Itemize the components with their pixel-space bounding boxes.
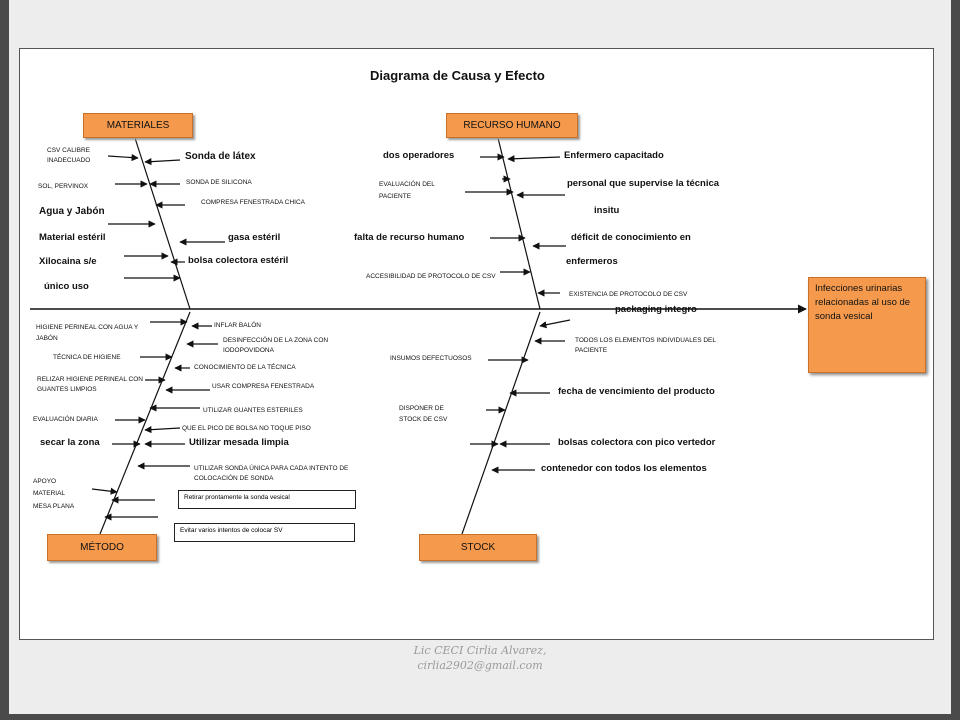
boxed-cause-retirar: Retirar prontamente la sonda vesical xyxy=(178,490,356,509)
author-email: cirlia2902@gmail.com xyxy=(417,659,543,673)
cause-label: COMPRESA FENESTRADA CHICA xyxy=(201,199,306,206)
effect-box: Infecciones urinarias relacionadas al us… xyxy=(808,277,926,373)
category-materiales: MATERIALES xyxy=(83,113,193,138)
cause-label: CSV CALIBRE INADECUADO xyxy=(47,147,91,164)
author-name: Lic CECI Cirlia Alvarez, xyxy=(413,644,547,657)
cause-label: personal que supervise la técnica xyxy=(567,178,720,189)
cause-label: enfermeros xyxy=(566,256,618,267)
category-metodo: MÉTODO xyxy=(47,534,157,561)
author-credit: Lic CECI Cirlia Alvarez, cirlia2902@gmai… xyxy=(330,643,630,674)
cause-label: Xilocaina s/e xyxy=(39,256,97,267)
cause-label: EVALUACIÓN DIARIA xyxy=(33,416,98,423)
cause-label: DESINFECCIÓN DE LA ZONA CON IODOPOVIDONA xyxy=(223,337,329,355)
cause-label: SONDA DE SILICONA xyxy=(186,179,252,186)
cause-label: RELIZAR HIGIENE PERINEAL CON GUANTES LIM… xyxy=(37,376,143,394)
cause-label: secar la zona xyxy=(40,437,100,448)
category-stock: STOCK xyxy=(419,534,537,561)
bone-stock xyxy=(461,311,541,535)
cause-label: déficit de conocimiento en xyxy=(571,232,691,243)
cause-label: APOYO MATERIAL MESA PLANA xyxy=(33,478,75,510)
cause-label: TODOS LOS ELEMENTOS INDIVIDUALES DEL PAC… xyxy=(575,337,716,355)
cause-label: falta de recurso humano xyxy=(354,232,465,243)
cause-label: insitu xyxy=(594,205,620,216)
cause-label: fecha de vencimiento del producto xyxy=(558,386,715,397)
cause-label: Material estéril xyxy=(39,232,106,243)
cause-label: QUE EL PICO DE BOLSA NO TOQUE PISO xyxy=(182,425,311,432)
cause-label: packaging integro xyxy=(615,304,697,315)
cause-label: Agua y Jabón xyxy=(39,206,105,217)
slide-bottom-border xyxy=(0,714,960,720)
bone-recurso-humano xyxy=(497,137,541,310)
cause-label: gasa estéril xyxy=(228,232,281,243)
cause-label: UTILIZAR GUANTES ESTERILES xyxy=(203,407,303,414)
cause-label: INSUMOS DEFECTUOSOS xyxy=(390,355,472,362)
bone-materiales xyxy=(134,137,191,310)
cause-label: DISPONER DE STOCK DE CSV xyxy=(399,405,448,424)
cause-label: SOL, PERVINOX xyxy=(38,183,89,190)
bone-metodo xyxy=(99,311,191,535)
cause-label: CONOCIMIENTO DE LA TÉCNICA xyxy=(194,364,296,371)
cause-label: USAR COMPRESA FENESTRADA xyxy=(212,383,315,390)
diagram-title: Diagrama de Causa y Efecto xyxy=(370,68,545,83)
cause-label: EXISTENCIA DE PROTOCOLO DE CSV xyxy=(569,291,688,298)
slide-left-border xyxy=(0,0,9,720)
cause-label: HIGIENE PERINEAL CON AGUA Y JABÓN xyxy=(36,324,139,343)
cause-label: bolsas colectora con pico vertedor xyxy=(558,437,716,448)
cause-label: TÉCNICA DE HIGIENE xyxy=(53,354,121,361)
cause-label: INFLAR BALÓN xyxy=(214,322,261,329)
diagram-panel xyxy=(19,48,934,640)
cause-label: dos operadores xyxy=(383,150,455,161)
cause-label: único uso xyxy=(44,281,89,292)
cause-label: EVALUACIÓN DEL PACIENTE xyxy=(379,181,435,200)
slide-right-border xyxy=(951,0,960,720)
cause-label: Sonda de látex xyxy=(185,151,256,162)
cause-label: Enfermero capacitado xyxy=(564,150,664,161)
cause-label: Utilizar mesada limpia xyxy=(189,437,289,448)
cause-label: bolsa colectora estéril xyxy=(188,255,289,266)
boxed-cause-evitar: Evitar varios intentos de colocar SV xyxy=(174,523,355,542)
cause-label: ACCESIBILIDAD DE PROTOCOLO DE CSV xyxy=(366,273,496,280)
cause-label: UTILIZAR SONDA ÚNICA PARA CADA INTENTO D… xyxy=(194,465,349,483)
category-recurso-humano: RECURSO HUMANO xyxy=(446,113,578,138)
cause-label: contenedor con todos los elementos xyxy=(541,463,707,474)
